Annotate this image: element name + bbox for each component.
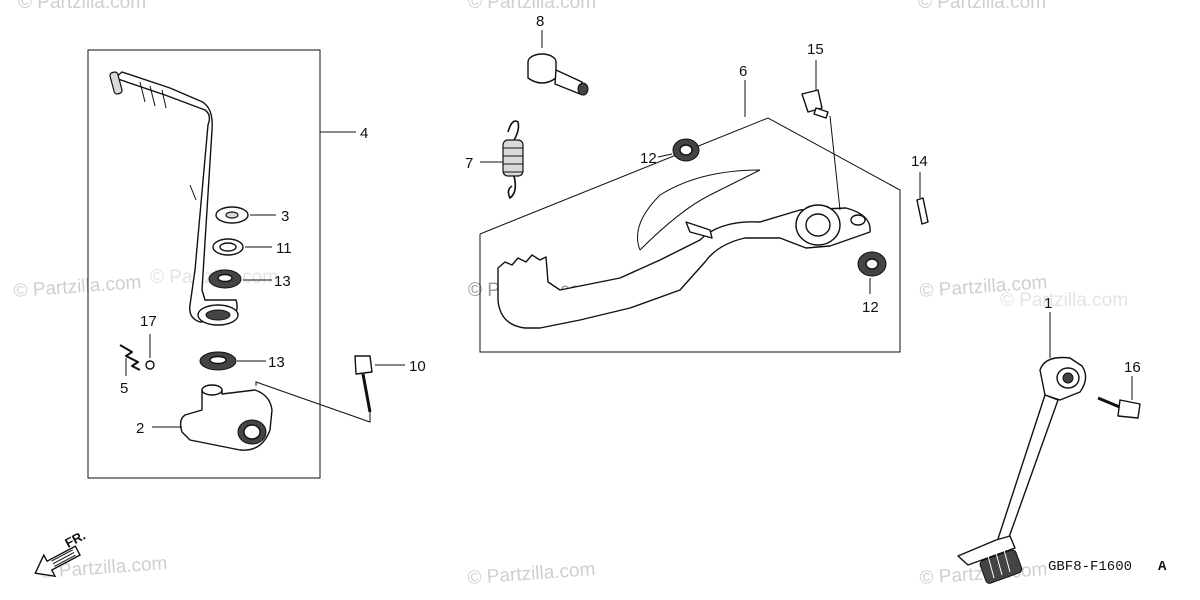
diagram-code: GBF8-F1600 <box>1048 559 1132 575</box>
callout-1: 1 <box>1044 295 1052 312</box>
front-arrow-icon <box>34 545 81 578</box>
front-marker: FR. <box>62 528 88 551</box>
callout-17: 17 <box>140 313 157 330</box>
callout-13a: 13 <box>274 273 291 290</box>
callout-3: 3 <box>281 208 289 225</box>
callout-10: 10 <box>409 358 426 375</box>
watermark: © Partzilla.com <box>468 0 596 13</box>
seal-13-lower <box>199 351 237 371</box>
brake-pedal-group-box <box>479 117 901 353</box>
return-spring-7 <box>502 120 524 200</box>
watermark: © Partzilla.com <box>1000 290 1128 311</box>
pivot-bolt-8 <box>527 53 589 96</box>
callout-16: 16 <box>1124 359 1141 376</box>
diagram-code-suffix: A <box>1158 559 1167 575</box>
cotter-pin-14 <box>916 197 929 225</box>
watermark: © Partzilla.com <box>467 559 596 589</box>
callout-5: 5 <box>120 380 128 397</box>
watermark: © Partzilla.com <box>13 272 142 302</box>
callout-2: 2 <box>136 420 144 437</box>
spring-5 <box>119 344 141 371</box>
rod-end-15 <box>801 89 829 119</box>
kick-starter-boss <box>179 384 273 451</box>
callout-14: 14 <box>911 153 928 170</box>
washer-11 <box>212 238 244 256</box>
brake-pedal <box>497 169 871 329</box>
watermark: © Partzilla.com <box>18 0 146 13</box>
watermark: © Partzilla.com <box>918 0 1046 13</box>
callout-12b: 12 <box>862 299 879 316</box>
bolt-leader <box>255 381 371 423</box>
callout-15: 15 <box>807 41 824 58</box>
callout-11: 11 <box>276 240 292 257</box>
ball-17 <box>145 360 155 370</box>
bearing-12-upper <box>672 138 700 162</box>
callout-4: 4 <box>360 125 368 142</box>
bearing-12-lower <box>857 251 887 277</box>
callout-13b: 13 <box>268 354 285 371</box>
callout-12a: 12 <box>640 150 657 167</box>
bolt-16 <box>1097 396 1141 419</box>
rod-leader <box>829 115 841 211</box>
callout-7: 7 <box>465 155 473 172</box>
kick-starter-group-box <box>87 49 321 479</box>
gearshift-pedal <box>957 356 1087 584</box>
callout-6: 6 <box>739 63 747 80</box>
callout-8: 8 <box>536 13 544 30</box>
clip-3 <box>215 206 249 224</box>
seal-13-upper <box>208 269 242 289</box>
kick-starter-arm <box>109 71 239 326</box>
bolt-10 <box>354 355 373 413</box>
